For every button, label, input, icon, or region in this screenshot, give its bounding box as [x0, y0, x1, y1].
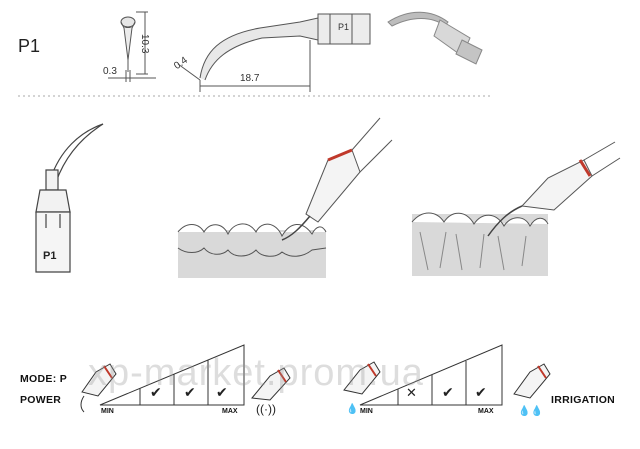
mode-label: MODE: P	[20, 373, 68, 385]
cross-icon: ✕	[406, 385, 417, 400]
water-drop-icon: 💧💧	[518, 406, 543, 417]
power-label: POWER	[20, 394, 62, 406]
irrigation-label: IRRIGATION	[551, 394, 616, 406]
vibration-icon: ((·))	[256, 402, 276, 416]
check-icon: ✔	[150, 384, 162, 400]
power-min-label: MIN	[101, 408, 114, 415]
irrigation-max-label: MAX	[478, 408, 494, 415]
tip-title: P1	[18, 36, 41, 56]
power-max-label: MAX	[222, 408, 238, 415]
tip-label: P1	[43, 250, 57, 262]
check-icon: ✔	[442, 384, 454, 400]
engraving-label: P1	[338, 22, 350, 32]
irrigation-min-label: MIN	[360, 408, 373, 415]
water-drop-icon: 💧	[346, 404, 359, 415]
dimension-base-width: 0.3	[103, 66, 117, 77]
check-icon: ✔	[184, 384, 196, 400]
watermark-text: xp-market.prom.ua	[88, 352, 424, 394]
dimension-length: 18.7	[240, 73, 260, 84]
check-icon: ✔	[216, 384, 228, 400]
check-icon: ✔	[475, 384, 487, 400]
